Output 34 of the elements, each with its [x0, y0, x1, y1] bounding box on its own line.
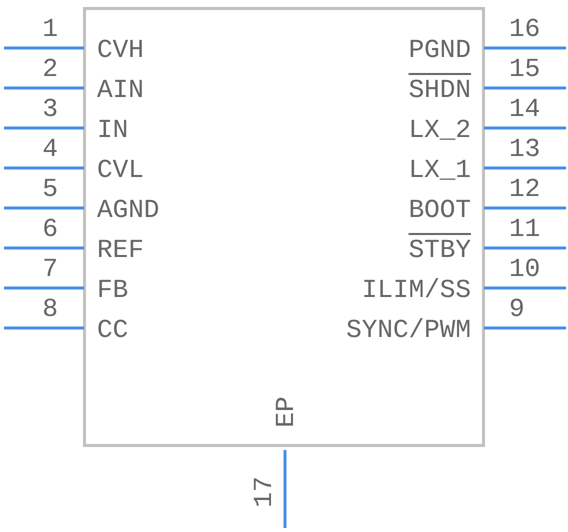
pin-number: 10 [509, 254, 540, 284]
pin-number: 3 [42, 94, 58, 124]
pin-number: 13 [509, 134, 540, 164]
pin-name: CVL [97, 155, 144, 185]
pin-name: EP [271, 396, 301, 428]
pin-name: CC [97, 315, 128, 345]
pin-name: STBY [408, 235, 471, 265]
pin-number: 15 [509, 54, 540, 84]
pin-number: 8 [42, 294, 58, 324]
pin-number: 2 [42, 54, 58, 84]
pin-name: LX_2 [408, 115, 471, 145]
pin-number: 11 [509, 214, 540, 244]
pin-number: 17 [249, 476, 279, 508]
pin-number: 4 [42, 134, 58, 164]
pin-name: LX_1 [408, 155, 471, 185]
pin-number: 6 [42, 214, 58, 244]
pin-number: 1 [42, 14, 58, 44]
pin-name: SYNC/PWM [346, 315, 471, 345]
pin-name: SHDN [408, 75, 471, 105]
pin-number: 12 [509, 174, 540, 204]
pin-number: 5 [42, 174, 58, 204]
pin-number: 9 [509, 294, 525, 324]
pin-name: PGND [408, 35, 471, 65]
pin-name: CVH [97, 35, 144, 65]
pin-name: AGND [97, 195, 160, 225]
pin-name: AIN [97, 75, 144, 105]
pin-name: IN [97, 115, 128, 145]
pin-number: 14 [509, 94, 540, 124]
pin-name: BOOT [408, 195, 471, 225]
pin-number: 16 [509, 14, 540, 44]
pin-name: FB [97, 275, 128, 305]
pin-name: REF [97, 235, 144, 265]
pin-name: ILIM/SS [362, 275, 471, 305]
pin-number: 7 [42, 254, 58, 284]
